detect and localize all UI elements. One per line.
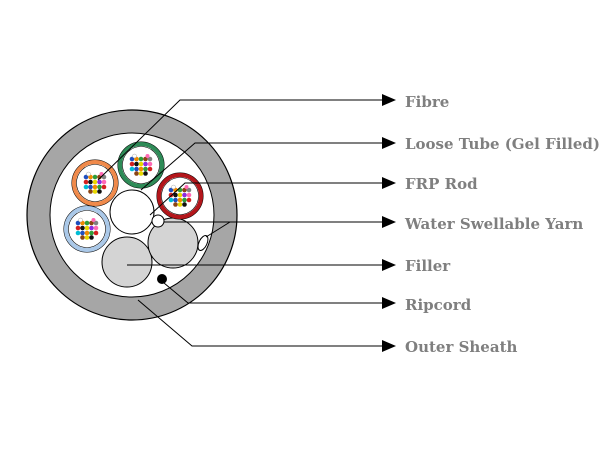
- label-outer-sheath: Outer Sheath: [405, 338, 517, 356]
- label-frp-rod: FRP Rod: [405, 175, 478, 193]
- arrow-outer-sheath: [382, 340, 396, 352]
- leader-outer-sheath: [137, 299, 382, 347]
- arrow-loose-tube: [382, 137, 396, 149]
- frp-rod: [109, 189, 155, 235]
- label-ripcord: Ripcord: [405, 296, 472, 314]
- ripcord: [157, 274, 167, 284]
- arrow-fibre: [382, 94, 396, 106]
- water-swellable-yarn-edge: [197, 235, 209, 251]
- arrow-ripcord: [382, 297, 396, 309]
- label-water-swellable-yarn: Water Swellable Yarn: [404, 215, 583, 233]
- filler-left: [101, 236, 153, 288]
- label-loose-tube: Loose Tube (Gel Filled): [405, 135, 600, 153]
- loose-tube-green: [117, 141, 165, 189]
- label-fibre: Fibre: [405, 93, 449, 111]
- arrow-filler: [382, 259, 396, 271]
- water-swellable-yarn-center: [151, 214, 165, 228]
- leader-lines: [97, 94, 396, 352]
- label-filler: Filler: [405, 257, 451, 275]
- arrow-frp-rod: [382, 177, 396, 189]
- loose-tube-blue: [63, 205, 111, 253]
- arrow-water-yarn: [382, 216, 396, 228]
- leader-fibre: [97, 99, 382, 181]
- leader-water-yarn-edge: [205, 221, 231, 238]
- leader-ripcord: [163, 282, 382, 304]
- leader-frp-rod: [149, 182, 382, 216]
- leader-loose-tube: [140, 142, 382, 191]
- loose-tube-red: [156, 172, 204, 220]
